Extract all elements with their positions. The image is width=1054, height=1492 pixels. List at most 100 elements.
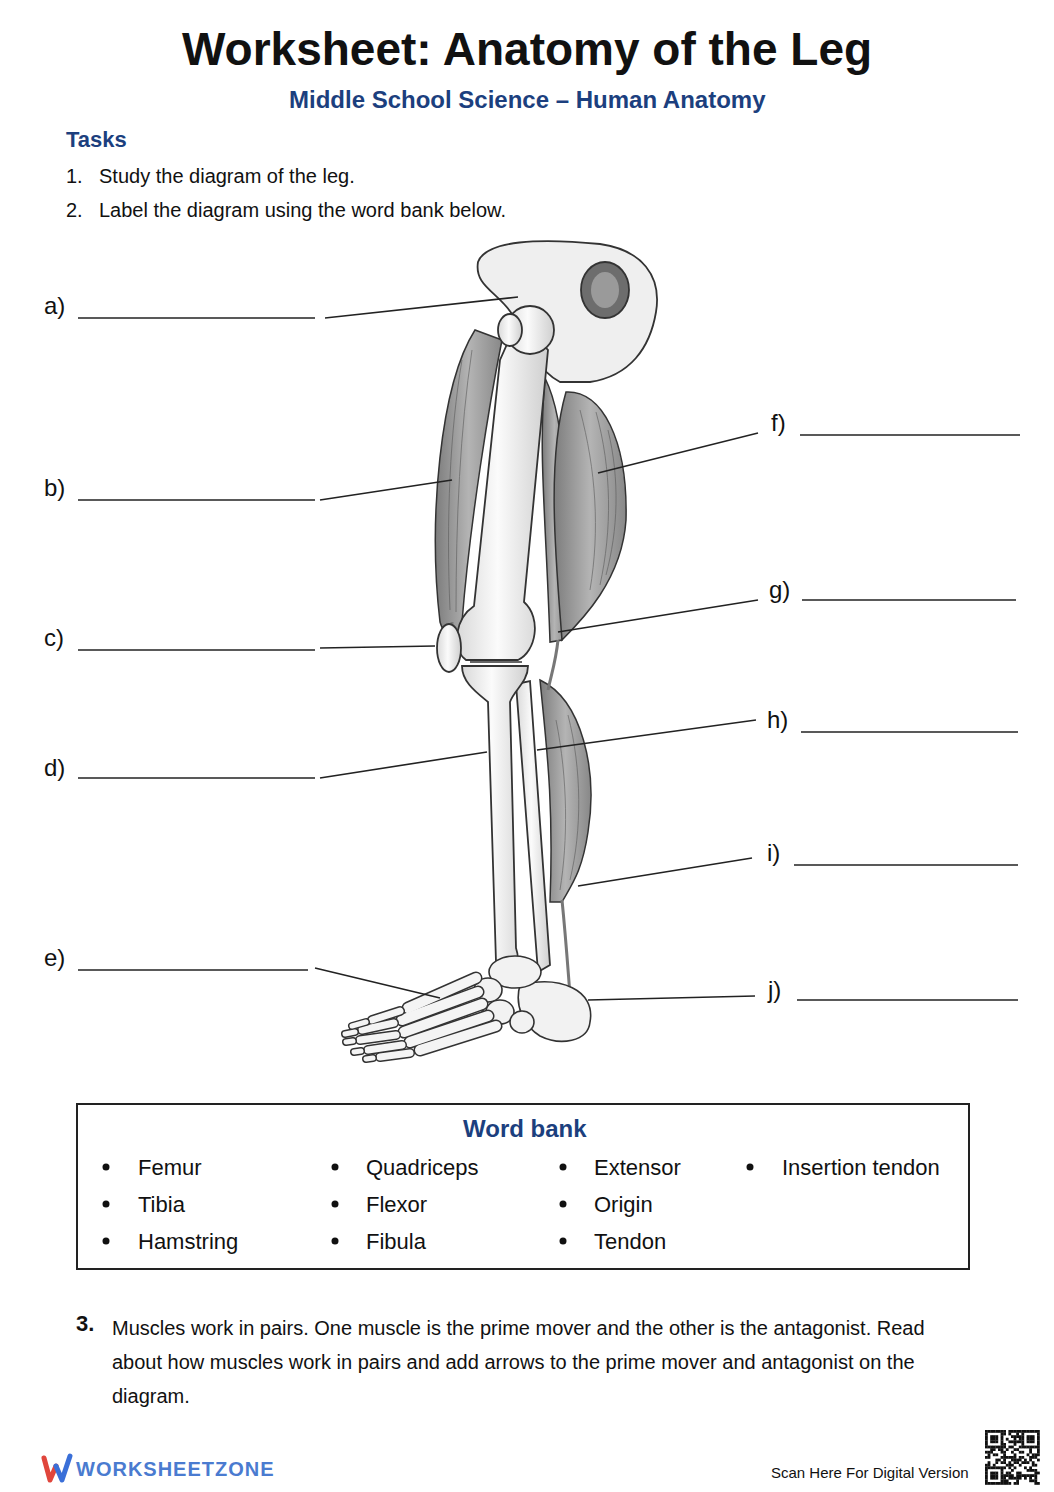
muscles-part [540, 680, 591, 902]
qr-code-part [1014, 1430, 1017, 1433]
qr-code-part [1029, 1446, 1032, 1449]
qr-code-part [985, 1430, 988, 1433]
qr-code-part [995, 1477, 998, 1480]
qr-code-part [1032, 1438, 1035, 1441]
qr-code-part [988, 1466, 991, 1469]
word-bank-item: Insertion tendon [782, 1155, 940, 1181]
qr-code-part [1032, 1430, 1035, 1433]
qr-code-part [1019, 1446, 1022, 1449]
qr-code-part [1016, 1482, 1019, 1485]
qr-code-part [1008, 1464, 1011, 1467]
qr-code-part [1014, 1443, 1017, 1446]
qr-code-part [998, 1482, 1001, 1485]
qr-code-part [993, 1474, 996, 1477]
qr-code-part [1001, 1461, 1004, 1464]
qr-code-part [985, 1435, 988, 1438]
qr-code-part [1019, 1430, 1022, 1433]
muscle-fibres-part [606, 430, 616, 575]
qr-code-part [985, 1469, 988, 1472]
qr-code-part [993, 1440, 996, 1443]
qr-code-part [1014, 1456, 1017, 1459]
qr-code-part [995, 1440, 998, 1443]
toe-bones-part-part [346, 1041, 353, 1042]
qr-code-part [995, 1453, 998, 1456]
qr-code-part [985, 1477, 988, 1480]
qr-code-part [1011, 1451, 1014, 1454]
qr-code-part [1021, 1461, 1024, 1464]
callout-letter: h) [767, 706, 788, 735]
qr-code-part [1037, 1435, 1040, 1438]
bones-part [462, 666, 528, 978]
qr-code-part [1008, 1461, 1011, 1464]
qr-code-part [985, 1440, 988, 1443]
bones-part [516, 681, 550, 972]
bullets-part [103, 1164, 110, 1171]
task-text: Label the diagram using the word bank be… [99, 198, 506, 222]
qr-code-part [1027, 1469, 1030, 1472]
qr-code-part [990, 1451, 993, 1454]
qr-code-part [1027, 1430, 1030, 1433]
qr-code-part [1019, 1451, 1022, 1454]
callout-letter: b) [44, 474, 65, 503]
qr-code-part [1034, 1469, 1037, 1472]
word-bank-item: Extensor [594, 1155, 681, 1181]
muscles-part [554, 392, 626, 640]
qr-code-part [1014, 1448, 1017, 1451]
qr-code-part [1027, 1474, 1030, 1477]
qr-code-part [1029, 1466, 1032, 1469]
qr-code-part [1019, 1438, 1022, 1441]
qr-code-part [1008, 1482, 1011, 1485]
qr-code-part [995, 1435, 998, 1438]
qr-code [985, 1430, 1040, 1485]
qr-code-part [990, 1474, 993, 1477]
task-text: Study the diagram of the leg. [99, 164, 355, 188]
word-bank-item: Fibula [366, 1229, 426, 1255]
qr-code-part [1006, 1482, 1009, 1485]
bullets-part [560, 1164, 567, 1171]
qr-code-part [1016, 1461, 1019, 1464]
bullets-part [103, 1201, 110, 1208]
qr-code-part [1037, 1438, 1040, 1441]
qr-code-part [993, 1472, 996, 1475]
qr-code-part [990, 1472, 993, 1475]
qr-code-part [1037, 1430, 1040, 1433]
qr-code-part [1001, 1433, 1004, 1436]
qr-code-part [1011, 1459, 1014, 1462]
qr-code-part [985, 1472, 988, 1475]
muscle-fibres-part [449, 360, 463, 610]
answer-lines-part [78, 649, 315, 651]
qr-caption: Scan Here For Digital Version [771, 1464, 969, 1482]
toe-bones-part-part [360, 1035, 396, 1040]
qr-code-part [1008, 1477, 1011, 1480]
qr-code-part [1027, 1461, 1030, 1464]
qr-code-part [998, 1446, 1001, 1449]
bones-part [457, 339, 548, 660]
toe-bones-part [360, 1011, 410, 1057]
callout-letter: a) [44, 292, 65, 321]
qr-code-part [988, 1456, 991, 1459]
qr-code-part [1014, 1459, 1017, 1462]
toe-bones-part-part [366, 1058, 373, 1059]
qr-code-part [1008, 1446, 1011, 1449]
qr-code-part [988, 1446, 991, 1449]
qr-code-part [1029, 1456, 1032, 1459]
qr-code-part [1006, 1472, 1009, 1475]
qr-code-part [1008, 1474, 1011, 1477]
bullets-part [332, 1238, 339, 1245]
qr-code-part [1011, 1435, 1014, 1438]
leader-lines [315, 297, 758, 1000]
toe-bones-part-part [360, 1035, 396, 1040]
qr-code-part [988, 1430, 991, 1433]
metatarsals-part [402, 978, 496, 1050]
callout-letter: d) [44, 754, 65, 783]
qr-code-part [1008, 1430, 1011, 1433]
qr-code-part [1003, 1430, 1006, 1433]
toe-bones-part-part [345, 1032, 355, 1034]
qr-code-part [993, 1482, 996, 1485]
qr-code-part [1016, 1448, 1019, 1451]
qr-code-part [1029, 1438, 1032, 1441]
answer-lines-part [802, 599, 1016, 601]
qr-code-part [1019, 1474, 1022, 1477]
qr-code-part [1006, 1479, 1009, 1482]
foot-bones-part [518, 982, 590, 1041]
